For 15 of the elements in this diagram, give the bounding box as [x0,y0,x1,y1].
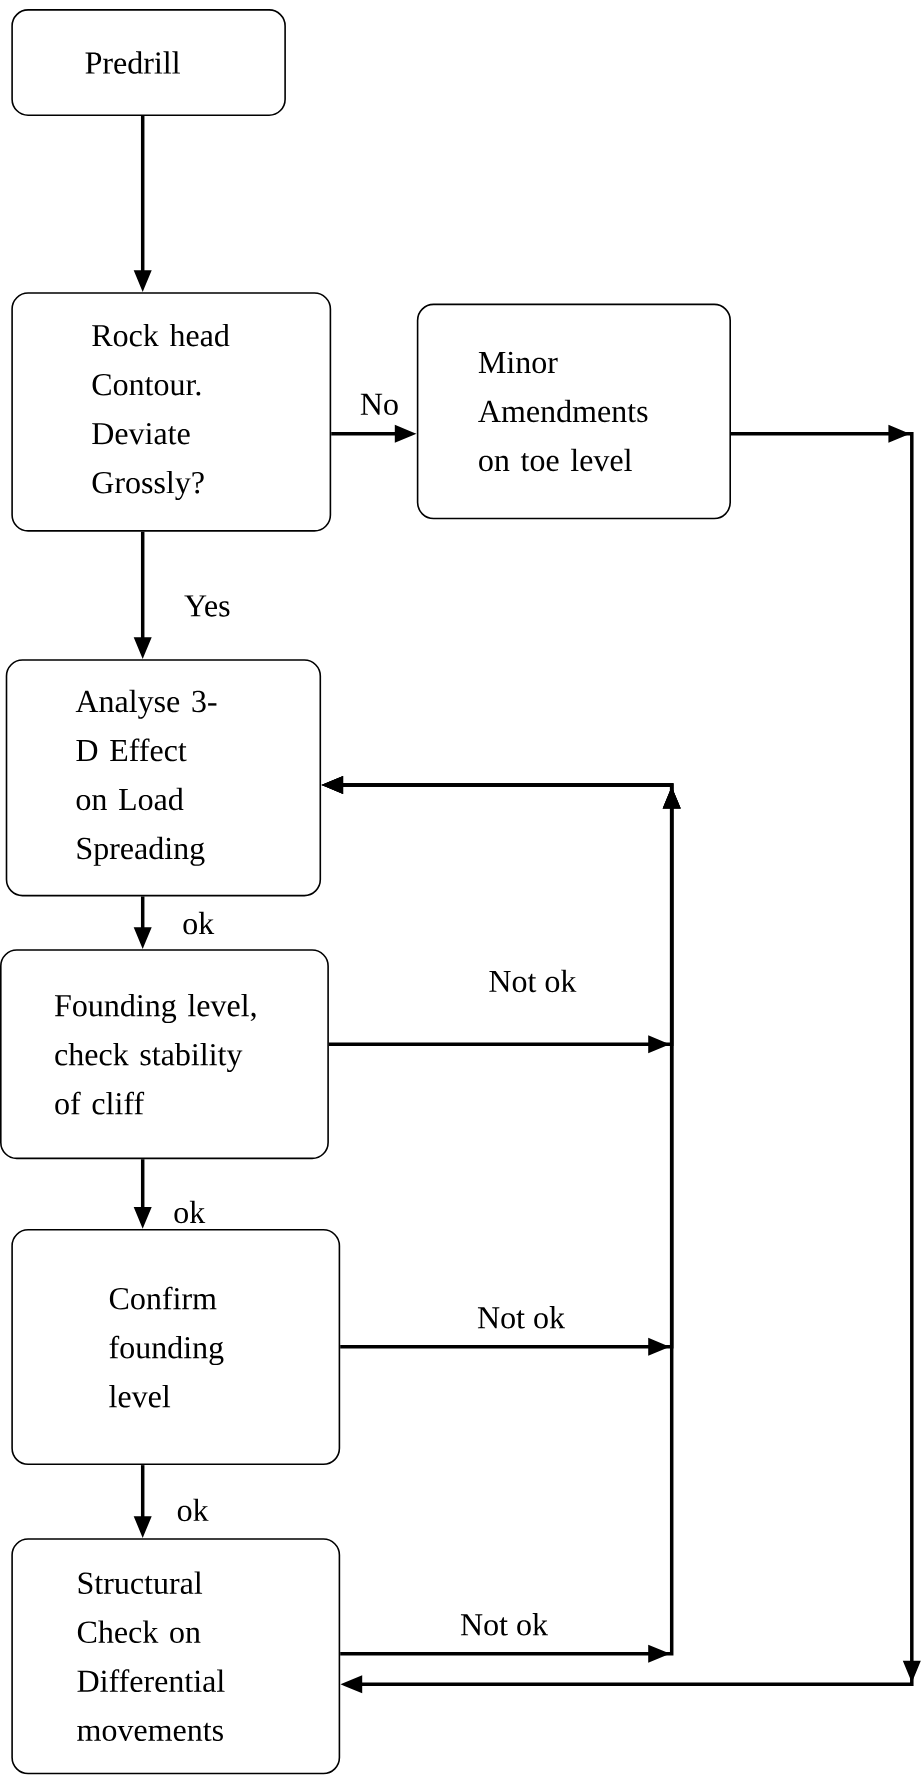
process-box: Minor Amendments on toe level [416,303,731,520]
process-box: Confirm founding level [11,1229,341,1466]
edge-label: ok [180,909,217,937]
edge-label: Not ok [486,967,579,995]
edge-label: Not ok [475,1304,567,1331]
process-box: Predrill [11,9,286,116]
edge-label: No [357,391,401,418]
edge-label: Not ok [458,1611,550,1638]
edge-label: ok [171,1198,208,1226]
process-box: Founding level, check stability of cliff [0,949,329,1160]
process-box: Structural Check on Differential movements [11,1538,341,1775]
edge-label: Yes [182,593,233,619]
process-box: Rock head Contour. Deviate Grossly? [11,292,332,532]
edge-label: ok [174,1496,211,1524]
process-box: Analyse 3-D Effect on Load Spreading [5,659,322,897]
